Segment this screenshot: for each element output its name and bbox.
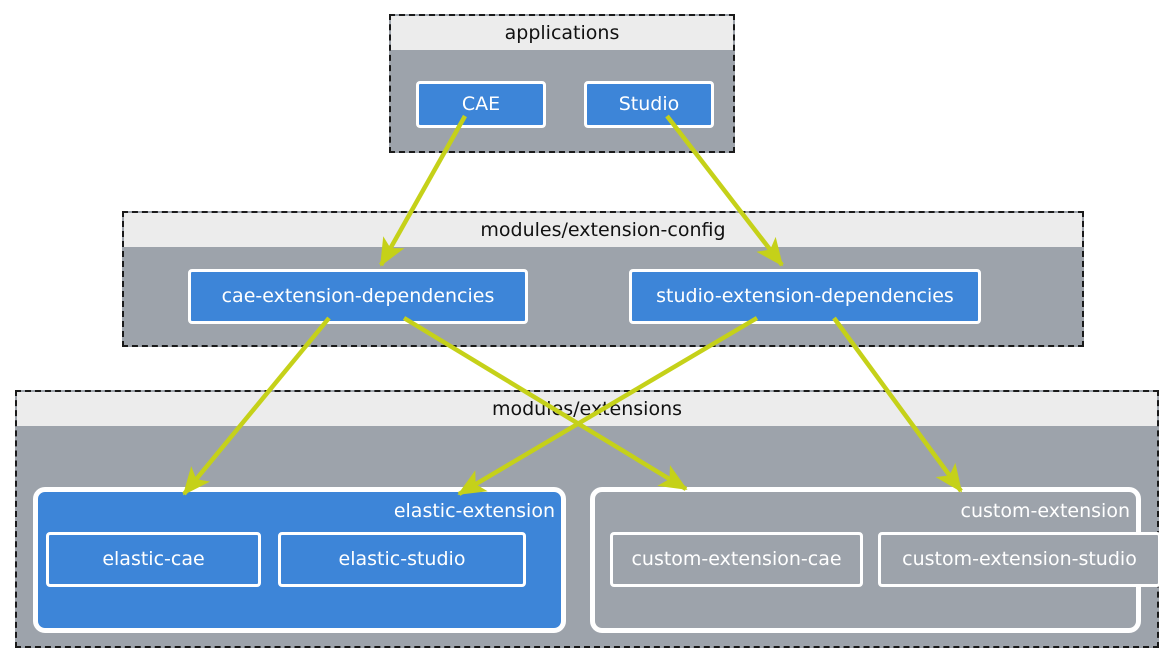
package-applications-title: applications — [391, 16, 733, 50]
package-extensions-body: elastic-extension elastic-cae elastic-st… — [17, 426, 1161, 646]
node-cae-extension-dependencies[interactable]: cae-extension-dependencies — [188, 269, 528, 324]
package-extension-config-body: cae-extension-dependencies studio-extens… — [124, 247, 1082, 345]
node-elastic-studio[interactable]: elastic-studio — [278, 532, 526, 587]
node-cae-label: CAE — [461, 93, 501, 116]
node-custom-extension-cae[interactable]: custom-extension-cae — [610, 532, 863, 587]
package-applications-body: CAE Studio — [391, 50, 733, 151]
node-elastic-studio-label: elastic-studio — [338, 548, 466, 571]
node-custom-extension-cae-label: custom-extension-cae — [631, 548, 842, 571]
node-cae-extension-dependencies-label: cae-extension-dependencies — [221, 285, 495, 308]
node-studio-label: Studio — [618, 93, 680, 116]
group-custom-extension-label: custom-extension — [960, 500, 1130, 522]
package-extension-config-title: modules/extension-config — [124, 213, 1082, 247]
group-elastic-extension-label: elastic-extension — [393, 500, 555, 522]
node-studio-extension-dependencies[interactable]: studio-extension-dependencies — [629, 269, 981, 324]
node-cae[interactable]: CAE — [416, 81, 546, 128]
package-extension-config: modules/extension-config cae-extension-d… — [122, 211, 1084, 347]
node-custom-extension-studio-label: custom-extension-studio — [902, 548, 1137, 571]
node-elastic-cae-label: elastic-cae — [102, 548, 205, 571]
group-custom-extension[interactable]: custom-extension custom-extension-cae cu… — [590, 487, 1161, 633]
node-custom-extension-studio[interactable]: custom-extension-studio — [878, 532, 1161, 587]
node-studio[interactable]: Studio — [584, 81, 714, 128]
package-extensions-title: modules/extensions — [17, 392, 1157, 426]
node-elastic-cae[interactable]: elastic-cae — [46, 532, 261, 587]
group-elastic-extension[interactable]: elastic-extension elastic-cae elastic-st… — [33, 487, 566, 633]
package-applications: applications CAE Studio — [389, 14, 735, 153]
package-extensions: modules/extensions elastic-extension ela… — [15, 390, 1161, 648]
node-studio-extension-dependencies-label: studio-extension-dependencies — [656, 285, 954, 308]
